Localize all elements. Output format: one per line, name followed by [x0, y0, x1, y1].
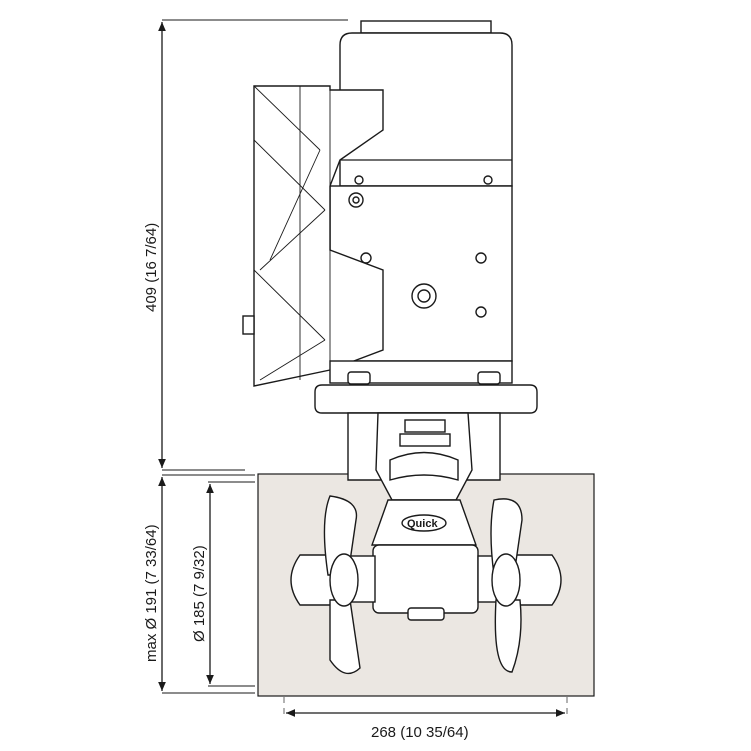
tunnel-diameter-dimension: max Ø 191 (7 33/64) [143, 474, 255, 694]
height-label: 409 (16 7/64) [143, 223, 160, 312]
propeller-diameter-dimension: Ø 185 (7 9/32) [191, 481, 255, 687]
propeller-diameter-label: Ø 185 (7 9/32) [191, 545, 208, 642]
mounting-flange [314, 360, 538, 414]
brand-logo: Quick [407, 518, 438, 530]
leg-housing: Quick [347, 412, 501, 546]
control-box [242, 85, 384, 387]
width-label: 268 (10 35/64) [371, 724, 469, 741]
tunnel-diameter-label: max Ø 191 (7 33/64) [143, 524, 160, 662]
left-propeller [290, 495, 361, 675]
height-dimension: 409 (16 7/64) [143, 19, 348, 471]
right-propeller [490, 498, 562, 673]
